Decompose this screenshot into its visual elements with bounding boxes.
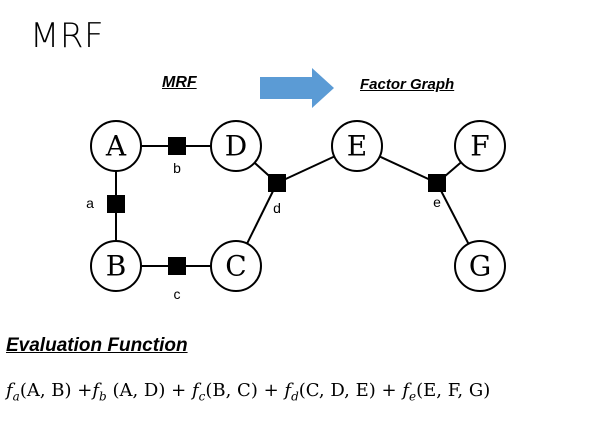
factor-label-c: c [174,286,181,302]
term-e: fe(E, F, G) [402,380,491,404]
factor-label-d: d [273,200,281,216]
term-a: fa(A, B) [6,380,72,404]
node-c [210,240,262,292]
term-b: fb (A, D) [92,380,166,404]
node-label-d: D [225,130,247,163]
slide-title: MRF [30,16,105,56]
plus-operator: + [263,380,279,401]
factor-b [168,137,186,155]
right-arrow-icon [260,68,334,108]
node-label-g: G [469,250,491,283]
node-d [210,120,262,172]
factor-label-a: a [86,195,94,211]
factor-c [168,257,186,275]
evaluation-formula: fa(A, B) +fb (A, D) + fc(B, C) + fd(C, D… [6,380,490,404]
term-d: fd(C, D, E) [284,380,376,404]
factor-label-e: e [433,194,441,210]
node-label-e: E [347,130,367,163]
node-a [90,120,142,172]
term-c: fc(B, C) [191,380,258,404]
node-e [331,120,383,172]
node-label-c: C [225,250,246,283]
plus-operator: + [171,380,187,401]
factor-label-b: b [173,160,181,176]
factor-a [107,195,125,213]
factor-graph-label: Factor Graph [360,76,455,93]
node-b [90,240,142,292]
evaluation-function-heading: Evaluation Function [6,335,188,356]
plus-operator: + [381,380,397,401]
node-label-b: B [106,250,127,283]
node-f [454,120,506,172]
node-label-f: F [470,130,489,163]
node-g [454,240,506,292]
factor-e [428,174,446,192]
factor-d [268,174,286,192]
mrf-label: MRF [162,74,197,91]
plus-operator: + [77,380,93,401]
node-label-a: A [105,130,127,163]
